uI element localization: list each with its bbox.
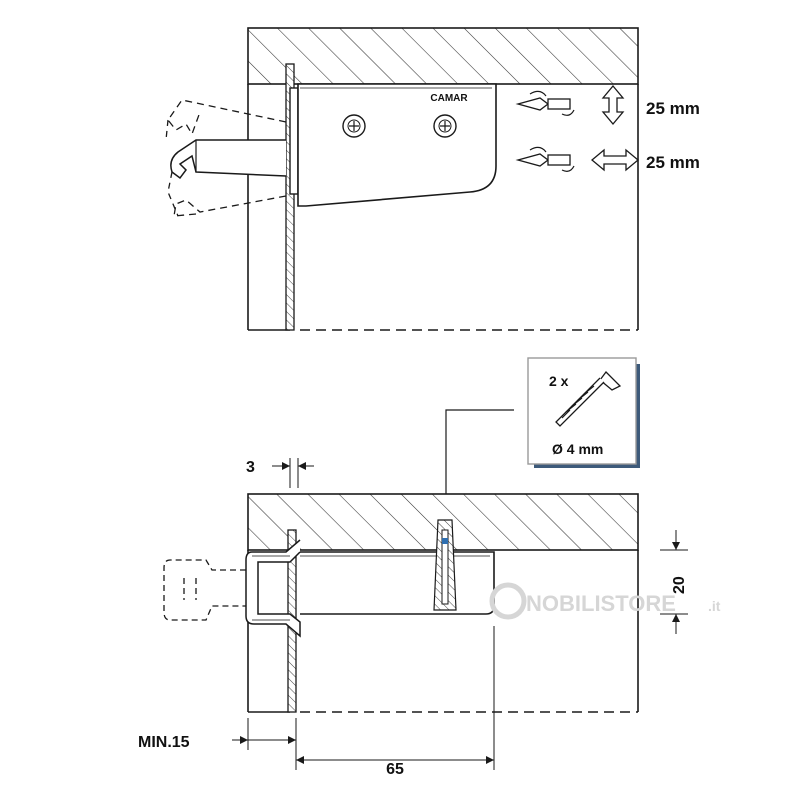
top-panel-top	[247, 27, 639, 85]
arrow-horizontal-icon	[590, 148, 640, 172]
vertical-adjust-label: 25 mm	[646, 99, 700, 118]
rail-ghost-down	[173, 195, 287, 217]
watermark: NOBILISTORE .it	[489, 582, 721, 620]
screw-info-box: 2 x Ø 4 mm	[527, 357, 640, 468]
dimension-height	[660, 530, 688, 634]
brand-label: CAMAR	[430, 93, 468, 104]
mounting-plate-top	[289, 87, 299, 195]
screwdriver-horizontal-icon	[515, 146, 575, 172]
screw-head-right-icon	[433, 114, 457, 138]
dimension-thickness	[272, 458, 314, 488]
screw-in-panel	[433, 519, 457, 611]
screw-icon	[555, 371, 622, 427]
bracket-profile-bottom	[300, 551, 495, 615]
watermark-logo-icon	[489, 582, 527, 620]
dimension-thickness-label: 3	[246, 459, 255, 476]
rail-section-bottom	[245, 539, 301, 638]
watermark-suffix: .it	[708, 598, 721, 614]
watermark-text: NOBILISTORE	[526, 591, 676, 616]
dimension-height-label: 20	[671, 576, 688, 594]
door-panel-top	[285, 63, 295, 331]
dimension-depth-label: 65	[386, 761, 404, 778]
dimension-min-distance	[232, 718, 297, 770]
hanging-rail-top	[170, 139, 287, 180]
screw-quantity: 2 x	[549, 373, 569, 389]
dimension-depth	[296, 626, 495, 770]
screw-diameter: Ø 4 mm	[552, 441, 603, 457]
dimension-min-label: MIN.15	[138, 734, 190, 751]
rail-ghost-up	[167, 99, 287, 136]
cabinet-outline-top	[247, 84, 639, 330]
bottom-view: 3 20 MIN.15 65	[138, 458, 688, 778]
screw-head-left-icon	[342, 114, 366, 138]
arrow-vertical-icon	[601, 84, 625, 126]
rail-ghost-bottom	[163, 559, 246, 621]
leader-line	[445, 409, 514, 518]
horizontal-adjust-label: 25 mm	[646, 153, 700, 172]
screwdriver-vertical-icon	[515, 90, 575, 116]
top-view: CAMAR 25 mm	[165, 27, 700, 331]
